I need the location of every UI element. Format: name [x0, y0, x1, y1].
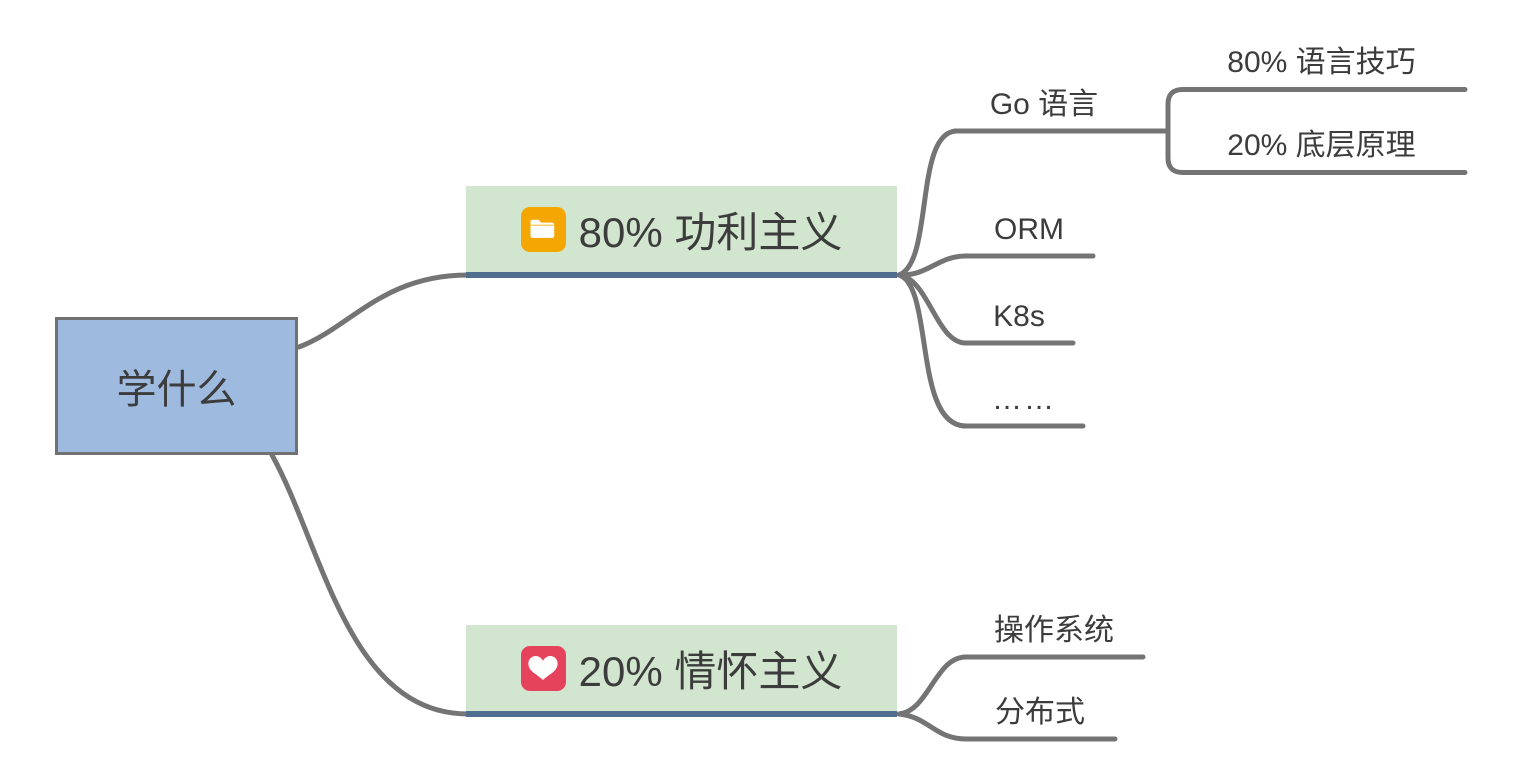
leaf-operating-systems-label: 操作系统 [994, 614, 1114, 647]
leaf-ellipsis-label: …… [992, 383, 1056, 416]
edge-branch2-to-os [896, 654, 969, 717]
edge-root-to-branch-1 [296, 272, 471, 350]
leaf-language-skills-label: 80% 语言技巧 [1227, 46, 1416, 79]
leaf-go-language[interactable]: Go 语言 [955, 86, 1133, 124]
leaf-distributed-systems[interactable]: 分布式 [965, 694, 1115, 732]
leaf-underlying-principles[interactable]: 20% 底层原理 [1178, 127, 1465, 165]
leaf-operating-systems[interactable]: 操作系统 [965, 612, 1143, 650]
leaf-go-language-label: Go 语言 [989, 88, 1099, 121]
leaf-language-skills[interactable]: 80% 语言技巧 [1178, 44, 1465, 82]
edge-branch1-to-ellipsis [896, 272, 969, 429]
edge-branch2-to-distributed [896, 711, 969, 742]
branch-node-idealism[interactable]: 20% 情怀主义 [466, 625, 897, 717]
bracket-go-children [1165, 87, 1468, 175]
root-node-label: 学什么 [116, 368, 237, 412]
leaf-k8s-label: K8s [993, 300, 1045, 333]
edge-branch1-to-go [896, 128, 960, 278]
edge-root-to-branch-2 [269, 452, 471, 717]
heart-icon [520, 645, 566, 691]
branch-utilitarian-label: 80% 功利主义 [578, 208, 843, 256]
leaf-distributed-systems-label: 分布式 [995, 696, 1085, 729]
root-node[interactable]: 学什么 [55, 317, 298, 455]
leaf-orm[interactable]: ORM [965, 211, 1093, 249]
branch-node-utilitarian[interactable]: 80% 功利主义 [466, 186, 897, 278]
leaf-orm-label: ORM [994, 213, 1064, 246]
leaf-k8s[interactable]: K8s [965, 298, 1073, 336]
leaf-underlying-principles-label: 20% 底层原理 [1227, 129, 1416, 162]
folder-icon [520, 206, 566, 252]
edge-branch1-to-orm [896, 253, 969, 278]
leaf-ellipsis[interactable]: …… [965, 381, 1083, 419]
branch-idealism-label: 20% 情怀主义 [578, 647, 843, 695]
